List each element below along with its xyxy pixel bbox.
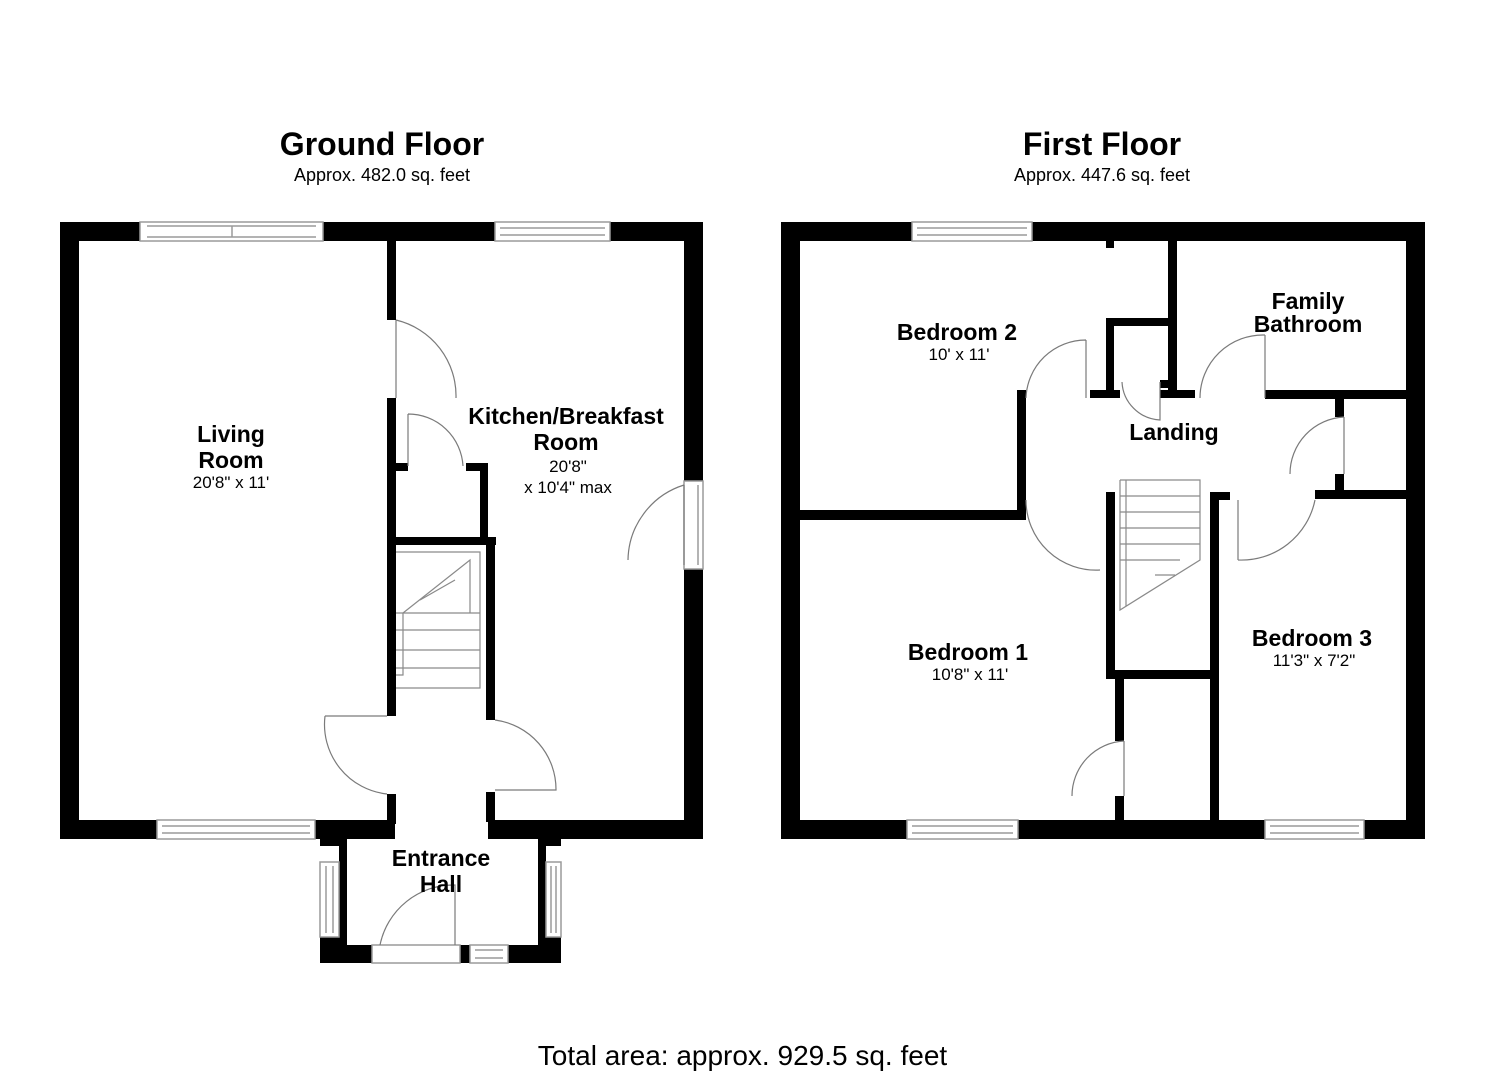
wall xyxy=(387,794,396,824)
total-area: Total area: approx. 929.5 sq. feet xyxy=(537,1040,948,1071)
wall xyxy=(1106,670,1210,679)
wall xyxy=(1106,318,1176,326)
wall xyxy=(538,838,561,846)
first-floor-plan xyxy=(781,222,1425,839)
wall xyxy=(781,820,907,839)
room-bathroom-name-line2: Bathroom xyxy=(1254,311,1363,337)
wall xyxy=(1160,390,1195,398)
room-hall-name: Entrance xyxy=(392,845,490,871)
wall xyxy=(684,222,703,481)
wall xyxy=(387,398,396,716)
room-entrance-hall: Entrance Hall xyxy=(392,845,490,897)
room-landing: Landing xyxy=(1129,419,1218,445)
room-kitchen-dimensions-line2: x 10'4" max xyxy=(524,478,612,497)
wall xyxy=(387,241,396,320)
wall xyxy=(60,222,140,241)
wall xyxy=(488,820,703,839)
wall xyxy=(1168,241,1177,398)
wall xyxy=(1115,676,1124,741)
wall xyxy=(1032,222,1425,241)
wall xyxy=(320,937,347,945)
wall xyxy=(315,820,395,839)
ground-floor-title: Ground Floor xyxy=(279,126,485,162)
wall xyxy=(1335,474,1344,494)
wall xyxy=(1106,318,1114,398)
wall xyxy=(60,222,79,839)
ground-floor-stairs xyxy=(396,551,481,689)
room-bedroom-2: Bedroom 2 10' x 11' xyxy=(897,319,1017,364)
first-floor-stairs xyxy=(1119,479,1201,612)
first-floor-area: Approx. 447.6 sq. feet xyxy=(1013,165,1191,185)
wall xyxy=(538,937,561,945)
ground-floor-plan xyxy=(60,222,703,963)
wall xyxy=(684,569,703,839)
first-floor-title: First Floor xyxy=(1022,126,1182,162)
room-living-name-line2: Room xyxy=(198,447,263,473)
wall xyxy=(1210,492,1230,500)
wall xyxy=(1315,490,1406,499)
wall xyxy=(1018,820,1265,839)
wall xyxy=(60,820,157,839)
wall xyxy=(781,222,912,241)
room-kitchen-name: Kitchen/Breakfast xyxy=(468,403,664,429)
room-landing-name: Landing xyxy=(1129,419,1218,445)
room-living-dimensions: 20'8" x 11' xyxy=(193,473,269,492)
wall xyxy=(1017,390,1026,520)
room-living-name: Living xyxy=(197,421,265,447)
first-floor-doors xyxy=(1025,334,1345,797)
room-hall-name-line2: Hall xyxy=(420,871,462,897)
ground-floor-windows xyxy=(139,221,704,964)
first-floor-windows xyxy=(906,221,1365,840)
wall xyxy=(466,463,488,471)
room-bedroom1-name: Bedroom 1 xyxy=(908,639,1028,665)
room-family-bathroom: Family Bathroom xyxy=(1254,288,1363,337)
room-bedroom3-name: Bedroom 3 xyxy=(1252,625,1372,651)
wall xyxy=(396,463,408,471)
wall xyxy=(508,945,561,963)
wall xyxy=(486,537,495,720)
wall xyxy=(396,537,496,545)
ground-floor-area: Approx. 482.0 sq. feet xyxy=(293,165,471,185)
room-bathroom-name: Family xyxy=(1272,288,1345,314)
ground-floor-doors xyxy=(323,319,685,946)
room-kitchen-name-line2: Room xyxy=(533,429,598,455)
wall xyxy=(1106,492,1115,679)
wall xyxy=(1210,492,1219,822)
room-bedroom3-dimensions: 11'3" x 7'2" xyxy=(1273,651,1356,670)
wall xyxy=(460,945,470,963)
room-bedroom-1: Bedroom 1 10'8" x 11' xyxy=(908,639,1028,684)
wall xyxy=(610,222,703,241)
room-bedroom2-dimensions: 10' x 11' xyxy=(929,345,990,364)
wall xyxy=(320,838,347,846)
wall xyxy=(800,510,1026,520)
room-bedroom1-dimensions: 10'8" x 11' xyxy=(932,665,1008,684)
wall xyxy=(781,222,800,839)
wall xyxy=(1160,380,1176,388)
room-bedroom-3: Bedroom 3 11'3" x 7'2" xyxy=(1252,625,1372,670)
room-bedroom2-name: Bedroom 2 xyxy=(897,319,1017,345)
wall xyxy=(1115,796,1124,822)
wall xyxy=(1335,399,1344,417)
wall xyxy=(1406,222,1425,839)
wall xyxy=(1106,238,1114,248)
wall xyxy=(320,945,372,963)
wall xyxy=(1265,390,1406,399)
wall xyxy=(339,820,347,945)
wall xyxy=(1090,390,1120,398)
wall xyxy=(480,463,488,543)
room-kitchen: Kitchen/Breakfast Room 20'8" x 10'4" max xyxy=(468,403,664,497)
wall xyxy=(538,820,546,945)
wall xyxy=(486,792,495,822)
wall xyxy=(323,222,495,241)
wall xyxy=(1364,820,1425,839)
room-kitchen-dimensions: 20'8" xyxy=(549,457,587,476)
room-living: Living Room 20'8" x 11' xyxy=(193,421,269,492)
